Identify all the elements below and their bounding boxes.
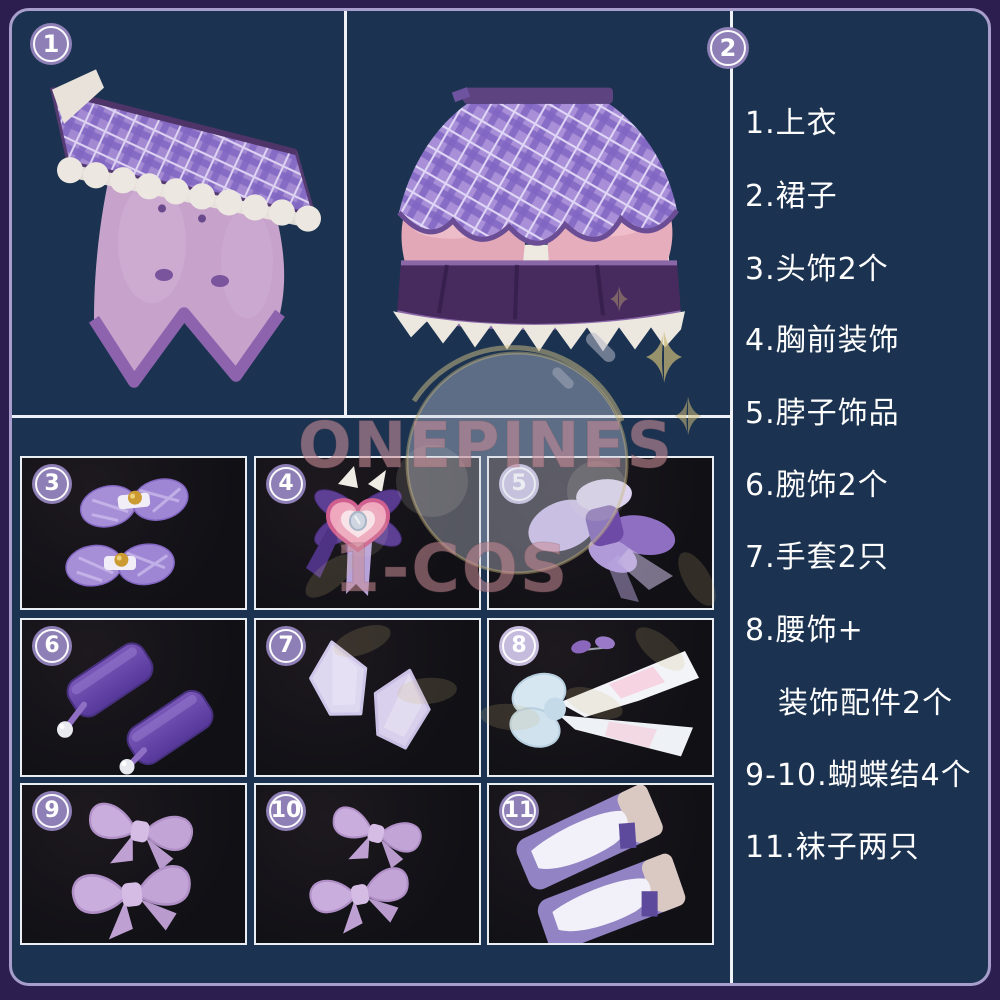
legend-item-9-10: 9-10.蝴蝶结4个 [745,758,972,793]
item-number-badge-3: 3 [32,464,72,504]
skirt-illustration [393,87,685,352]
photo-neck-accessory: 5 [487,456,714,610]
item-number-badge-10: 10 [266,791,306,831]
legend-item-3: 3.头饰2个 [745,252,889,287]
item-number-badge-7: 7 [266,626,306,666]
legend-item-1: 1.上衣 [745,106,838,141]
legend-item-11: 11.袜子两只 [745,830,920,865]
photo-hair-accessories: 3 [20,456,247,610]
photo-waist-ribbon: 8 [487,618,714,777]
item-number-badge-4: 4 [266,464,306,504]
legend-item-7: 7.手套2只 [745,540,889,575]
photo-bows-small: 10 [254,783,481,945]
item-number-badge-9: 9 [32,791,72,831]
waist-ribbon-illustration [509,636,699,757]
legend-item-4: 4.胸前装饰 [745,323,900,358]
item-number-badge-11: 11 [499,791,539,831]
small-bows-illustration [309,806,422,934]
large-bows-illustration [71,802,193,940]
photo-top-garment: 1 [12,11,347,415]
item-number-badge-1: 1 [30,23,72,65]
photo-socks: 11 [487,783,714,945]
item-number-badge-5: 5 [499,464,539,504]
photo-gloves: 7 [254,618,481,777]
top-garment-illustration [50,69,321,388]
hair-bows-illustration [65,478,189,587]
item-number-badge-8: 8 [499,626,539,666]
vertical-divider [730,11,733,983]
photo-chest-ornament: 4 [254,456,481,610]
socks-illustration [516,785,686,943]
legend-item-6: 6.腕饰2个 [745,468,889,503]
legend-item-5: 5.脖子饰品 [745,396,900,431]
neck-bow-illustration [528,479,676,602]
wrist-cuffs-illustration [57,642,214,775]
top-photo-strip: 1 [12,11,749,418]
legend-item-2: 2.裙子 [745,179,838,214]
item-number-badge-6: 6 [32,626,72,666]
photo-wrist-accessories: 6 [20,618,247,777]
item-number-badge-2: 2 [707,27,749,69]
collage-canvas: 1 [9,8,991,986]
legend-item-8-continued: 装饰配件2个 [778,686,954,721]
legend-item-8: 8.腰饰+ [745,613,864,648]
photo-bows-large: 9 [20,783,247,945]
gloves-illustration [309,640,431,750]
photo-skirt: 2 [347,11,749,415]
chest-rosette-illustration [306,466,402,596]
